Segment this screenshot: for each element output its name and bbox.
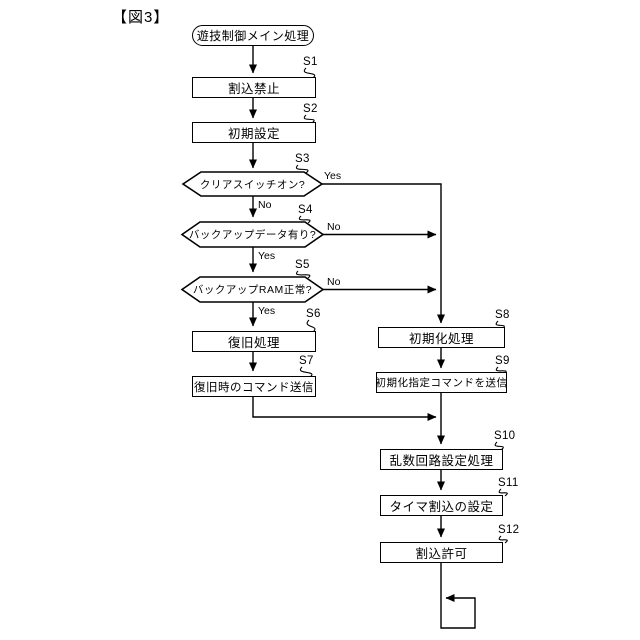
process-box-s11: タイマ割込の設定 (380, 495, 503, 516)
step-label-s4: S4 (298, 204, 313, 216)
process-box-s6: 復旧処理 (192, 331, 316, 352)
branch-label-s4-yes: Yes (258, 250, 276, 262)
process-box-s7: 復旧時のコマンド送信 (192, 376, 316, 397)
branch-label-s5-no: No (327, 276, 341, 288)
step-label-s11: S11 (498, 477, 519, 489)
decision-s4: バックアップデータ有り? (188, 229, 317, 241)
step-label-s7: S7 (299, 355, 314, 367)
process-box-s8: 初期化処理 (378, 327, 505, 348)
step-label-s1: S1 (303, 56, 318, 68)
branch-label-s4-no: No (327, 221, 341, 233)
step-label-s2: S2 (303, 103, 318, 115)
step-label-s3: S3 (295, 153, 310, 165)
process-box-s1: 割込禁止 (192, 77, 316, 98)
decision-s3: クリアスイッチオン? (199, 178, 306, 191)
decision-s5: バックアップRAM正常? (192, 284, 313, 296)
step-label-s8: S8 (495, 309, 510, 321)
branch-label-s3-yes: Yes (324, 170, 342, 182)
start-terminal: 遊技制御メイン処理 (192, 25, 314, 46)
branch-label-s3-no: No (258, 199, 272, 211)
process-box-s9: 初期化指定コマンドを送信 (376, 372, 507, 393)
step-label-s5: S5 (295, 259, 310, 271)
step-label-s9: S9 (495, 355, 510, 367)
process-box-s10: 乱数回路設定処理 (380, 449, 503, 470)
process-box-s12: 割込許可 (380, 542, 503, 563)
process-box-s2: 初期設定 (192, 122, 316, 143)
branch-label-s5-yes: Yes (258, 305, 276, 317)
step-label-s12: S12 (498, 524, 520, 536)
figure-label: 【図3】 (112, 9, 170, 26)
step-label-s10: S10 (494, 430, 516, 442)
step-label-s6: S6 (306, 308, 321, 320)
